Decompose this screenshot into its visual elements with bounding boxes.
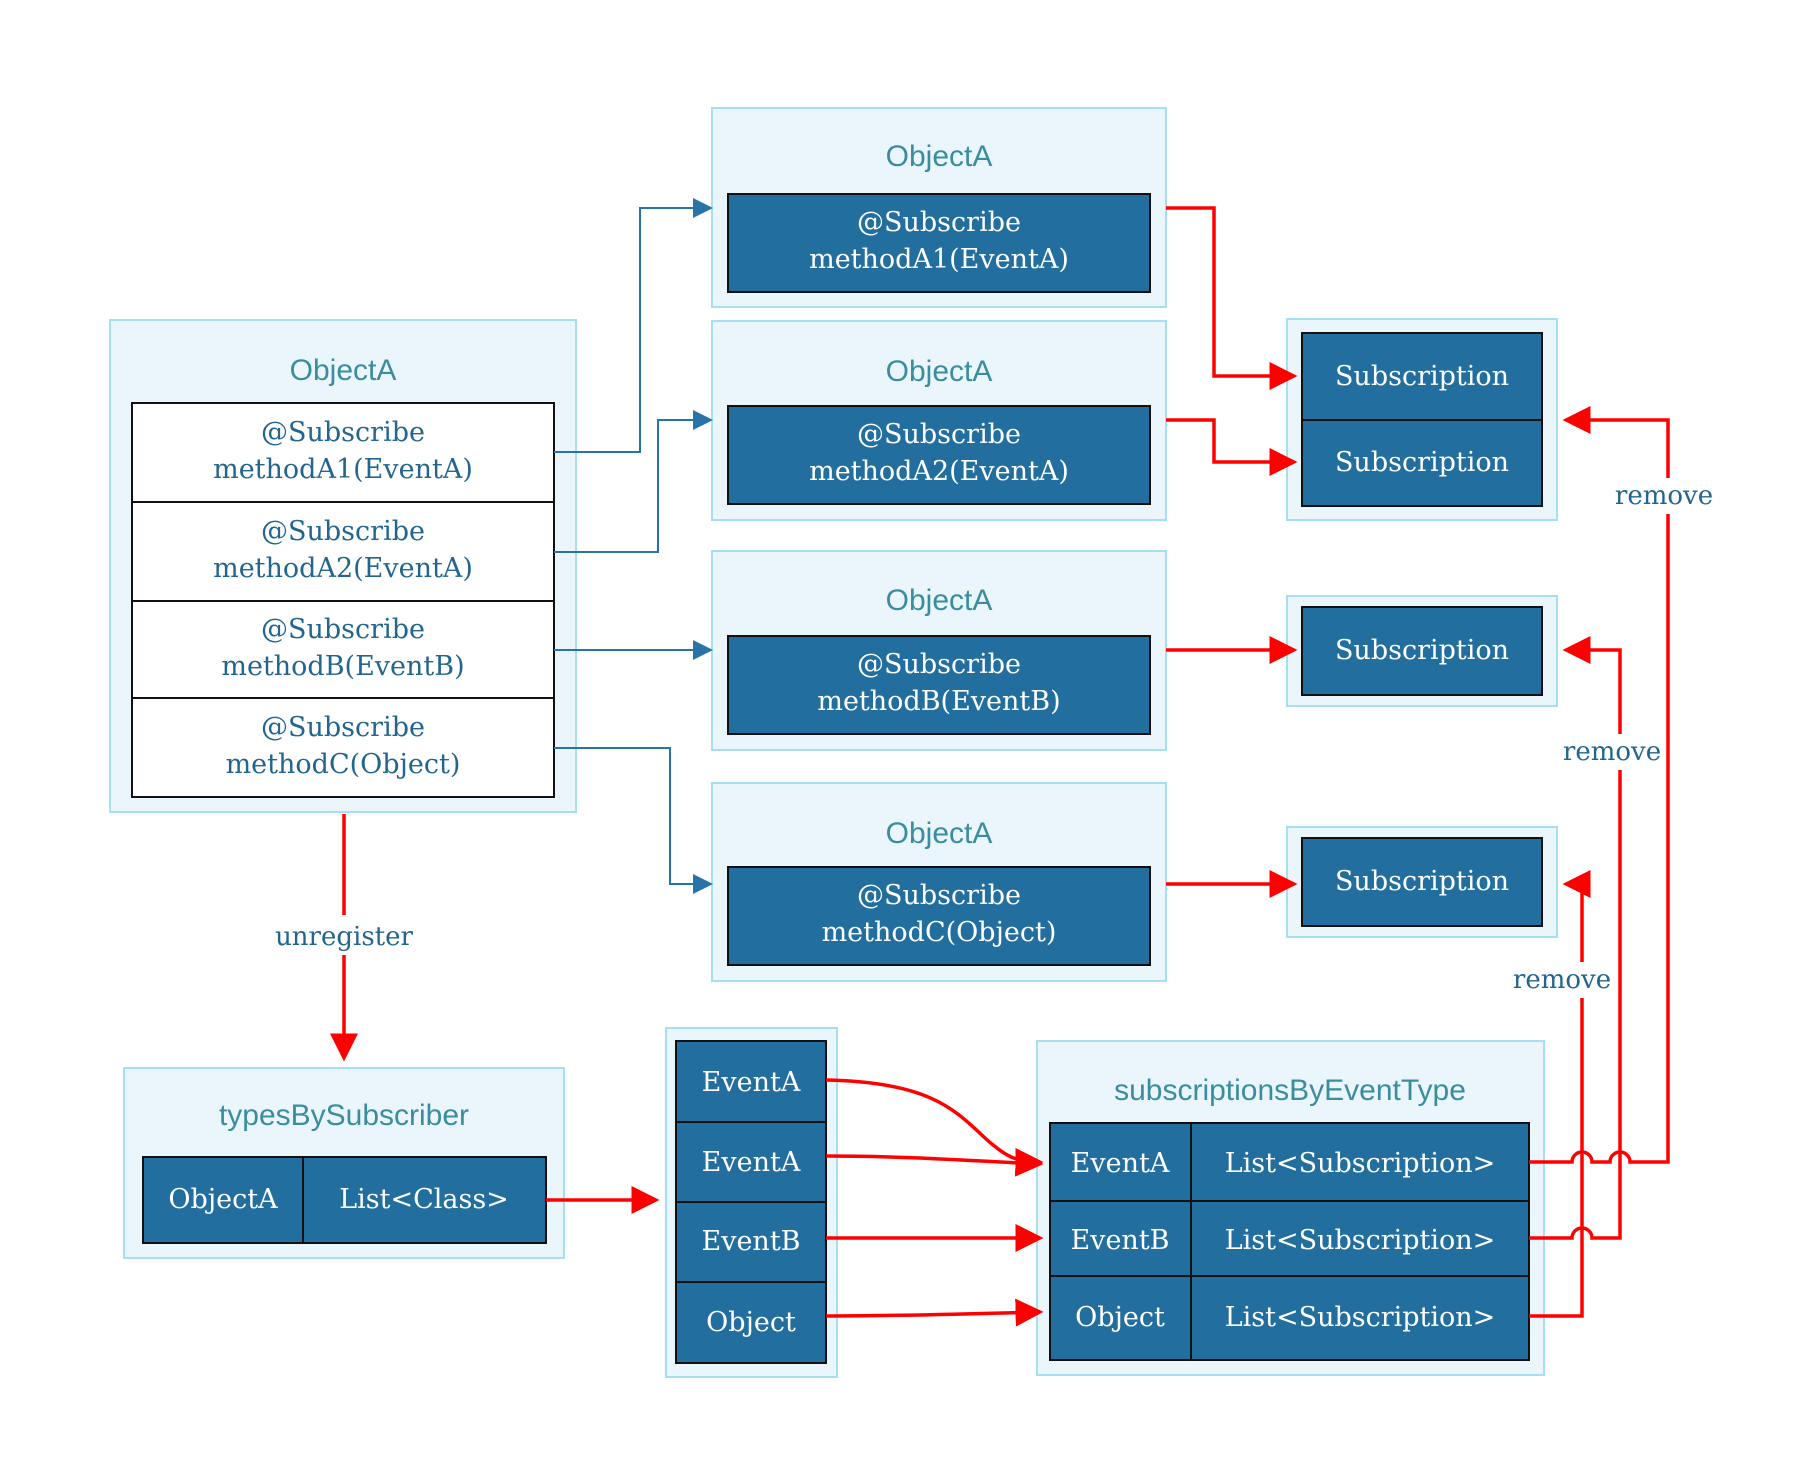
event-type-4: Object <box>706 1307 796 1338</box>
remove-arrow-2 <box>1529 636 1622 1240</box>
types-by-subscriber-key: ObjectA <box>168 1184 278 1215</box>
method-object-4-title: ObjectA <box>886 817 993 850</box>
subscription-group-2: Subscription <box>1286 595 1558 707</box>
link-object-to-row3 <box>825 1298 1044 1327</box>
left-method-1-annotation: @Subscribe <box>261 417 425 448</box>
link-eventA2-to-row1 <box>825 1148 1044 1177</box>
method-object-3-signature: methodB(EventB) <box>817 686 1060 717</box>
left-method-row-1: @Subscribe methodA1(EventA) <box>131 402 555 503</box>
remove-label-1: remove <box>1615 481 1713 511</box>
left-method-row-2: @Subscribe methodA2(EventA) <box>131 501 555 602</box>
subscription-group-1: Subscription Subscription <box>1286 318 1558 521</box>
sbet-row-1-value: List<Subscription> <box>1225 1148 1496 1179</box>
types-by-subscriber-value: List<Class> <box>339 1184 509 1215</box>
remove-arrow-1 <box>1529 406 1670 1164</box>
left-object-title: ObjectA <box>290 354 397 387</box>
subscription-3-label: Subscription <box>1335 866 1509 897</box>
event-type-list: EventA EventA EventB Object <box>665 1027 838 1378</box>
method-object-2-annotation: @Subscribe <box>857 419 1021 450</box>
remove-arrow-3 <box>1529 870 1591 1318</box>
subscription-group-3: Subscription <box>1286 826 1558 938</box>
left-method-row-3: @Subscribe methodB(EventB) <box>131 600 555 699</box>
method-object-2-signature: methodA2(EventA) <box>809 456 1069 487</box>
event-type-3: EventB <box>701 1226 800 1257</box>
remove-label-3: remove <box>1513 965 1611 995</box>
left-method-4-annotation: @Subscribe <box>261 712 425 743</box>
sbet-row-3-key: Object <box>1075 1302 1165 1333</box>
event-type-2: EventA <box>702 1147 801 1178</box>
method-object-panel-3: ObjectA @Subscribe methodB(EventB) <box>711 550 1167 751</box>
event-type-1: EventA <box>702 1067 801 1098</box>
method-object-panel-4: ObjectA @Subscribe methodC(Object) <box>711 782 1167 982</box>
subscription-1b-label: Subscription <box>1335 447 1509 478</box>
method-object-4-signature: methodC(Object) <box>822 917 1057 948</box>
link-methodA2 <box>554 410 713 553</box>
link-sub-1a <box>1166 206 1298 390</box>
method-object-1-signature: methodA1(EventA) <box>809 244 1069 275</box>
subscriptions-by-event-type-panel: subscriptionsByEventType EventA List<Sub… <box>1036 1040 1545 1376</box>
sbet-row-2-value: List<Subscription> <box>1225 1225 1496 1256</box>
left-method-row-4: @Subscribe methodC(Object) <box>131 697 555 798</box>
sbet-row-2-key: EventB <box>1070 1225 1169 1256</box>
left-method-2-annotation: @Subscribe <box>261 516 425 547</box>
link-methodC <box>554 747 713 894</box>
subscription-2-label: Subscription <box>1335 635 1509 666</box>
unregister-label: unregister <box>275 922 413 952</box>
method-object-panel-1: ObjectA @Subscribe methodA1(EventA) <box>711 107 1167 308</box>
left-object-panel: ObjectA @Subscribe methodA1(EventA) @Sub… <box>109 319 577 813</box>
method-object-4-annotation: @Subscribe <box>857 880 1021 911</box>
link-eventA1-to-row1 <box>825 1078 1044 1176</box>
types-by-subscriber-title: typesBySubscriber <box>219 1099 469 1132</box>
left-method-2-signature: methodA2(EventA) <box>213 553 473 584</box>
subscriptions-by-event-type-title: subscriptionsByEventType <box>1114 1074 1466 1107</box>
method-object-panel-2: ObjectA @Subscribe methodA2(EventA) <box>711 320 1167 521</box>
method-object-2-title: ObjectA <box>886 355 993 388</box>
method-object-3-annotation: @Subscribe <box>857 649 1021 680</box>
left-method-4-signature: methodC(Object) <box>226 749 461 780</box>
left-method-3-annotation: @Subscribe <box>261 614 425 645</box>
sbet-row-1-key: EventA <box>1071 1148 1170 1179</box>
method-object-1-annotation: @Subscribe <box>857 207 1021 238</box>
subscription-1a-label: Subscription <box>1335 361 1509 392</box>
link-sub-1b <box>1166 418 1298 476</box>
method-object-3-title: ObjectA <box>886 584 993 617</box>
sbet-row-3-value: List<Subscription> <box>1225 1302 1496 1333</box>
method-object-1-title: ObjectA <box>886 140 993 173</box>
remove-label-2: remove <box>1563 737 1661 767</box>
left-method-3-signature: methodB(EventB) <box>221 651 464 682</box>
left-method-1-signature: methodA1(EventA) <box>213 454 473 485</box>
types-by-subscriber-panel: typesBySubscriber ObjectA List<Class> <box>123 1067 565 1259</box>
link-methodA1 <box>554 198 713 453</box>
